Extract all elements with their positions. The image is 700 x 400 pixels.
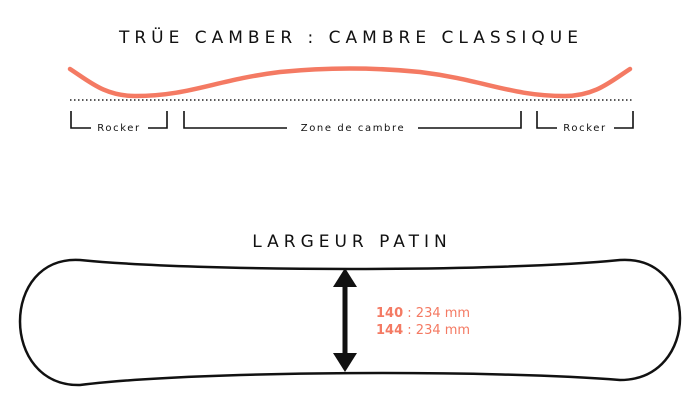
spec-value: 234 mm	[416, 306, 470, 321]
rocker-right-bracket: Rocker	[536, 111, 634, 134]
width-spec-144: 144 : 234 mm	[376, 323, 470, 338]
spec-size: 140	[376, 306, 403, 321]
board-outline	[18, 258, 682, 387]
spec-size: 144	[376, 323, 403, 338]
spec-separator: :	[403, 306, 416, 321]
camber-zone-label: Zone de cambre	[301, 123, 405, 134]
rocker-left-bracket: Rocker	[70, 111, 168, 134]
spec-separator: :	[403, 323, 416, 338]
width-title: LARGEUR PATIN	[252, 232, 451, 252]
rocker-left-label: Rocker	[97, 123, 140, 134]
measure-arrow-icon	[333, 268, 357, 372]
width-section: LARGEUR PATIN 140 : 234 mm 144 : 234 mm	[18, 232, 682, 387]
camber-section: TRÜE CAMBER : CAMBRE CLASSIQUE Rocker Zo…	[67, 26, 634, 134]
camber-zone-bracket: Zone de cambre	[183, 111, 522, 134]
camber-title: TRÜE CAMBER : CAMBRE CLASSIQUE	[118, 26, 583, 48]
camber-profile-line	[67, 66, 633, 99]
width-spec-140: 140 : 234 mm	[376, 306, 470, 321]
rocker-right-label: Rocker	[563, 123, 606, 134]
spec-value: 234 mm	[416, 323, 470, 338]
